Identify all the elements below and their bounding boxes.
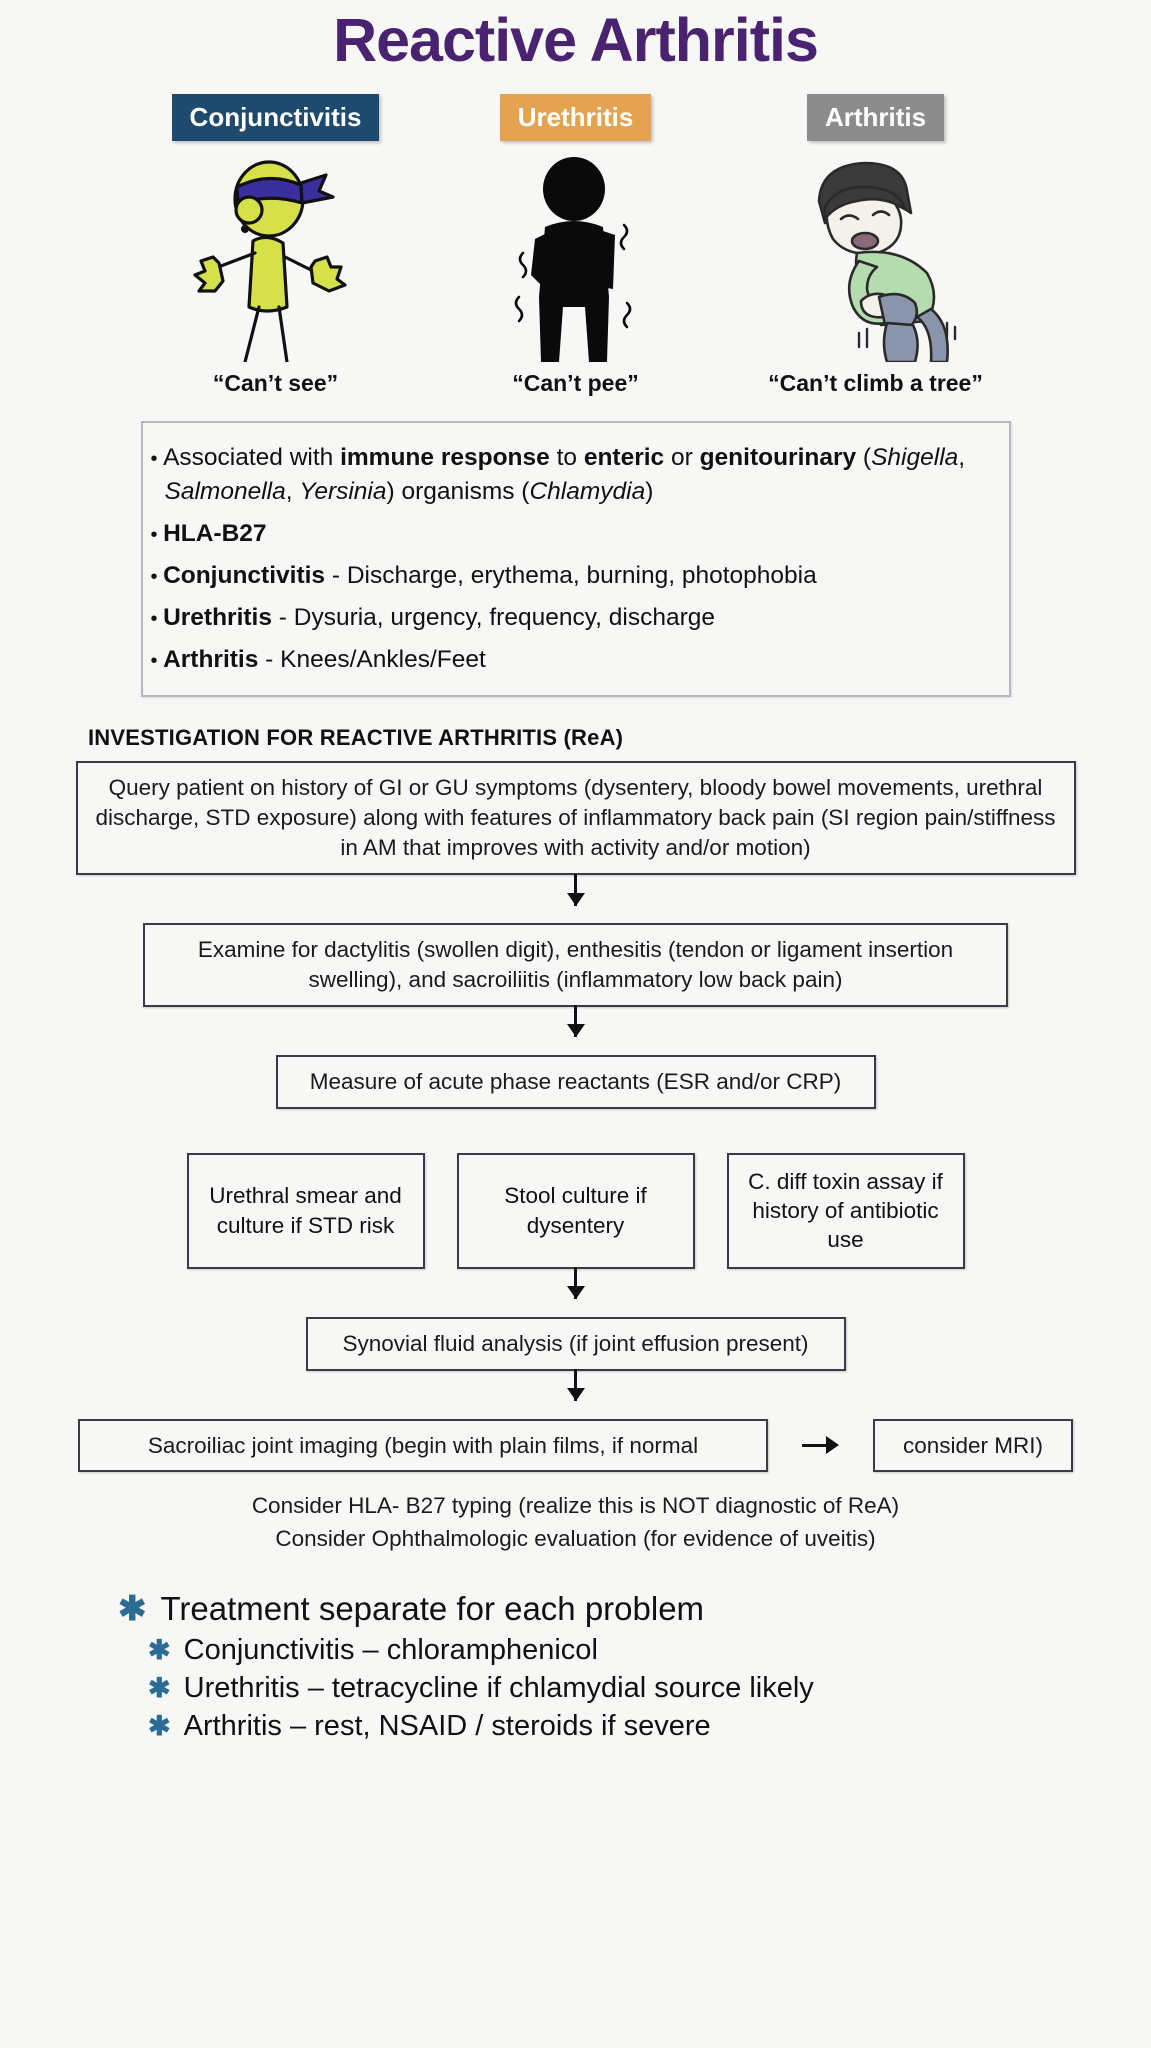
branch-arrows — [50, 1109, 1101, 1153]
feature-text: Urethritis - Dysuria, urgency, frequency… — [163, 603, 715, 631]
treatment-item-label: Conjunctivitis – chloramphenicol — [183, 1633, 598, 1666]
symptom-triad: Conjunctivitis — [0, 94, 1151, 397]
treatment-item: ✱ Urethritis – tetracycline if chlamydia… — [148, 1672, 1151, 1705]
page-title: Reactive Arthritis — [333, 6, 819, 74]
flow-branch-stool-culture: Stool culture if dysentery — [456, 1152, 695, 1269]
feature-item: • Conjunctivitis - Discharge, erythema, … — [151, 559, 987, 594]
flow-step-consider-mri: consider MRI) — [873, 1418, 1073, 1473]
symptom-caption-conjunctivitis: “Can’t see” — [212, 369, 339, 396]
asterisk-bullet-icon: ✱ — [148, 1672, 171, 1703]
arrow-down-icon — [171, 1109, 441, 1153]
flow-step-examine: Examine for dactylitis (swollen digit), … — [143, 923, 1008, 1007]
treatment-item-label: Urethritis – tetracycline if chlamydial … — [183, 1671, 814, 1704]
flow-step-acute-phase-reactants: Measure of acute phase reactants (ESR an… — [275, 1054, 876, 1109]
arrow-down-icon — [50, 1005, 1101, 1055]
symptom-label-arthritis: Arthritis — [806, 94, 945, 141]
arrow-down-icon — [50, 873, 1101, 923]
feature-item: • HLA-B27 — [151, 517, 987, 552]
symptom-column-conjunctivitis: Conjunctivitis — [126, 94, 426, 397]
feature-item: • Urethritis - Dysuria, urgency, frequen… — [151, 601, 987, 636]
arrow-right-icon — [802, 1436, 839, 1455]
asterisk-bullet-icon: ✱ — [148, 1634, 171, 1665]
investigation-heading: INVESTIGATION FOR REACTIVE ARTHRITIS (Re… — [88, 725, 624, 751]
footnote-hla-typing: Consider HLA- B27 typing (realize this i… — [251, 1493, 900, 1519]
features-box: • Associated with immune response to ent… — [140, 420, 1011, 698]
symptom-label-urethritis: Urethritis — [499, 94, 652, 141]
footnote-ophthalmologic: Consider Ophthalmologic evaluation (for … — [275, 1526, 876, 1552]
treatment-item-label: Arthritis – rest, NSAID / steroids if se… — [183, 1709, 711, 1742]
silhouette-holding-groin-icon — [461, 156, 691, 362]
symptom-column-urethritis: Urethritis — [426, 94, 726, 397]
asterisk-bullet-icon: ✱ — [148, 1710, 171, 1741]
feature-text: Associated with immune response to enter… — [163, 443, 966, 506]
treatment-item: ✱ Arthritis – rest, NSAID / steroids if … — [148, 1710, 1151, 1743]
bullet-icon: • — [150, 447, 164, 470]
flow-step-sacroiliac-imaging: Sacroiliac joint imaging (begin with pla… — [78, 1418, 768, 1473]
feature-text: HLA-B27 — [163, 520, 267, 548]
treatment-heading: Treatment separate for each problem — [160, 1589, 705, 1627]
feature-text: Arthritis - Knees/Ankles/Feet — [163, 645, 486, 673]
treatment-item: ✱ Conjunctivitis – chloramphenicol — [148, 1634, 1151, 1667]
arrow-down-icon — [50, 1369, 1101, 1419]
treatment-section: ✱ Treatment separate for each problem ✱ … — [0, 1590, 1151, 1768]
arrow-down-icon — [50, 1267, 1101, 1317]
investigation-flowchart: Query patient on history of GI or GU sym… — [0, 761, 1151, 1555]
feature-item: • Arthritis - Knees/Ankles/Feet — [151, 643, 987, 678]
symptom-label-conjunctivitis: Conjunctivitis — [171, 94, 380, 141]
feature-item: • Associated with immune response to ent… — [151, 441, 987, 511]
flow-step-synovial-fluid: Synovial fluid analysis (if joint effusi… — [305, 1316, 846, 1371]
boy-holding-knee-icon — [761, 157, 991, 362]
blindfolded-stick-figure-icon — [161, 157, 391, 362]
bullet-icon: • — [150, 607, 164, 630]
bullet-icon: • — [150, 524, 164, 547]
symptom-caption-urethritis: “Can’t pee” — [512, 369, 639, 396]
bullet-icon: • — [150, 649, 164, 672]
bullet-icon: • — [150, 565, 164, 588]
asterisk-bullet-icon: ✱ — [118, 1589, 147, 1628]
flow-branch-urethral-smear: Urethral smear and culture if STD risk — [186, 1152, 425, 1269]
symptom-caption-arthritis: “Can’t climb a tree” — [768, 369, 983, 396]
flow-branch-cdiff-toxin: C. diff toxin assay if history of antibi… — [726, 1152, 965, 1269]
feature-text: Conjunctivitis - Discharge, erythema, bu… — [163, 561, 817, 589]
flow-step-history: Query patient on history of GI or GU sym… — [75, 761, 1076, 876]
treatment-heading-row: ✱ Treatment separate for each problem — [118, 1590, 1151, 1628]
arrow-down-icon — [711, 1109, 981, 1153]
branch-boxes: Urethral smear and culture if STD risk S… — [50, 1152, 1101, 1269]
sacroiliac-row: Sacroiliac joint imaging (begin with pla… — [50, 1418, 1101, 1473]
arrow-down-icon — [441, 1109, 711, 1153]
investigation-footnotes: Consider HLA- B27 typing (realize this i… — [50, 1490, 1101, 1555]
symptom-column-arthritis: Arthritis — [726, 94, 1026, 397]
